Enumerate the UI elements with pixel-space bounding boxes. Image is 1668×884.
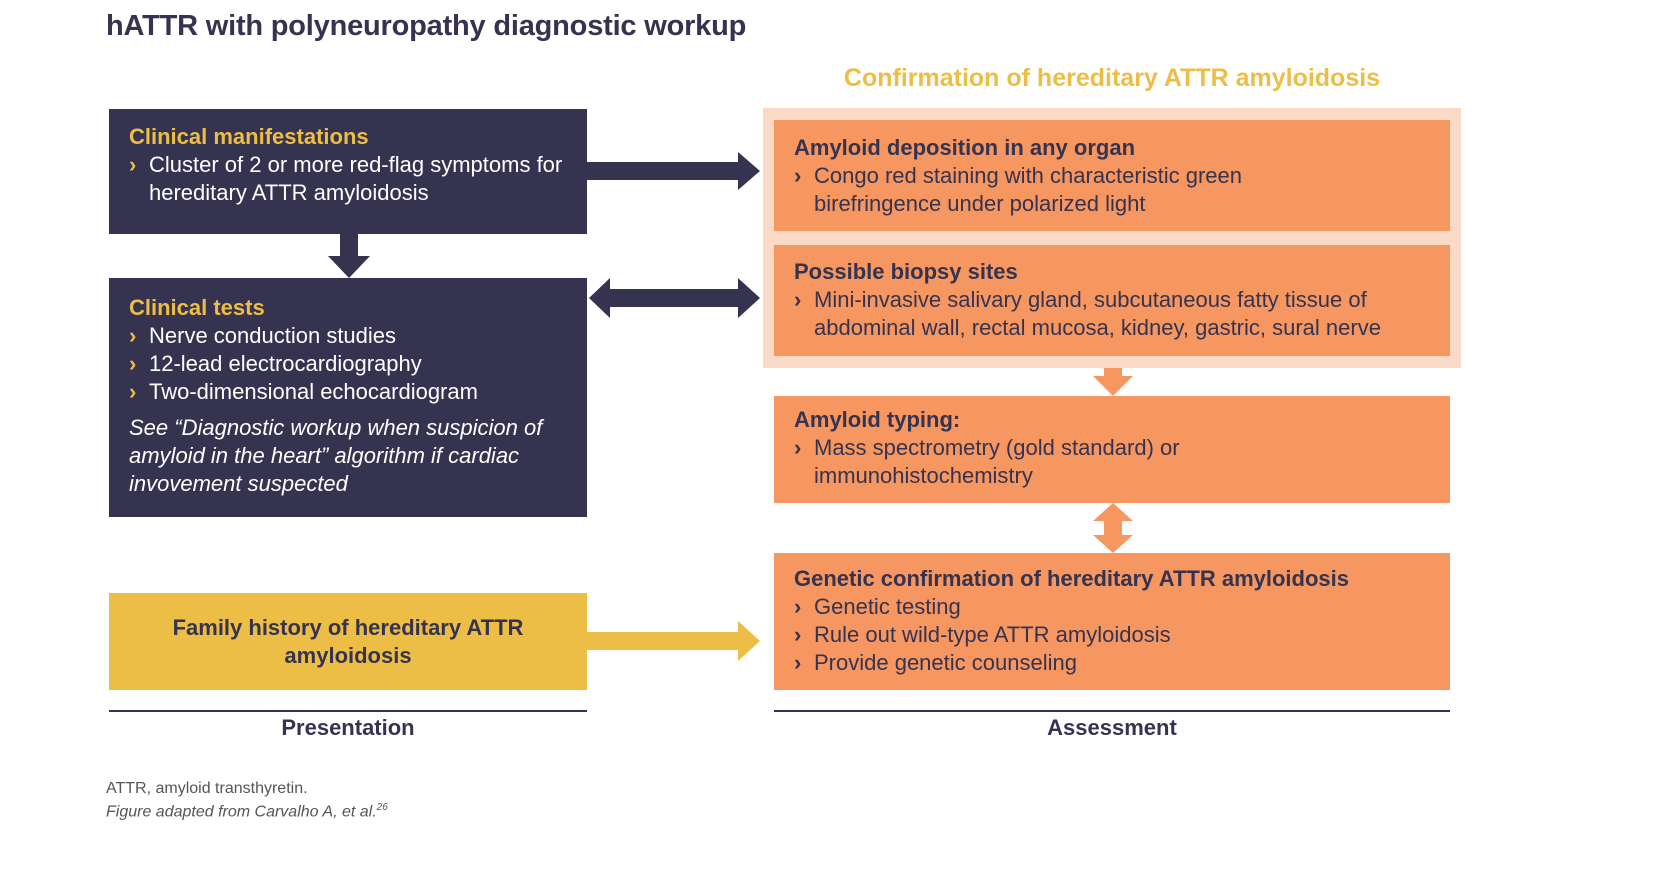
arrow-double-tests-biopsy bbox=[589, 278, 760, 318]
arrow-right-family bbox=[587, 621, 760, 661]
clinical-manifestations-heading: Clinical manifestations bbox=[129, 124, 369, 149]
chevron-right-icon: › bbox=[129, 323, 137, 348]
arrow-right-manifestations bbox=[587, 152, 760, 190]
chevron-right-icon: › bbox=[794, 650, 802, 675]
genetic-confirmation-box: Genetic confirmation of hereditary ATTR … bbox=[774, 553, 1450, 690]
list-item: › Mini-invasive salivary gland, subcutan… bbox=[794, 287, 1381, 340]
clinical-tests-heading: Clinical tests bbox=[129, 295, 265, 320]
arrow-down-typing bbox=[1093, 368, 1133, 396]
source-footnote: Figure adapted from Carvalho A, et al.26 bbox=[106, 802, 388, 821]
biopsy-sites-heading: Possible biopsy sites bbox=[794, 259, 1018, 284]
assessment-divider bbox=[774, 710, 1450, 712]
list-item: › Two-dimensional echocardiogram bbox=[129, 379, 478, 404]
list-item: › Rule out wild-type ATTR amyloidosis bbox=[794, 622, 1171, 647]
clinical-tests-box: Clinical tests › Nerve conduction studie… bbox=[109, 278, 587, 517]
chevron-right-icon: › bbox=[794, 622, 802, 647]
arrow-down-tests bbox=[328, 234, 370, 278]
list-item: › Genetic testing bbox=[794, 594, 961, 619]
list-item: › Congo red staining with characteristic… bbox=[794, 163, 1243, 216]
list-item: › Provide genetic counseling bbox=[794, 650, 1077, 675]
list-item: › Mass spectrometry (gold standard) or i… bbox=[794, 435, 1180, 488]
amyloid-deposition-box: Amyloid deposition in any organ › Congo … bbox=[774, 120, 1450, 231]
chevron-right-icon: › bbox=[129, 351, 137, 376]
presentation-divider bbox=[109, 710, 587, 712]
family-history-box: Family history of hereditary ATTR amyloi… bbox=[109, 593, 587, 690]
genetic-confirmation-heading: Genetic confirmation of hereditary ATTR … bbox=[794, 566, 1349, 591]
confirmation-heading: Confirmation of hereditary ATTR amyloido… bbox=[843, 64, 1381, 92]
list-item: › Cluster of 2 or more red-flag symptoms… bbox=[129, 152, 563, 205]
assessment-label: Assessment bbox=[1047, 715, 1177, 740]
list-item: › 12-lead electrocardiography bbox=[129, 351, 422, 376]
list-item: › Nerve conduction studies bbox=[129, 323, 397, 348]
cardiac-note: See “Diagnostic workup when suspicion of… bbox=[129, 415, 543, 496]
presentation-label: Presentation bbox=[281, 715, 415, 740]
source-reference: 26 bbox=[376, 802, 388, 813]
arrow-double-typing-genetic bbox=[1093, 503, 1133, 553]
page-title: hATTR with polyneuropathy diagnostic wor… bbox=[106, 10, 747, 42]
amyloid-deposition-heading: Amyloid deposition in any organ bbox=[794, 135, 1136, 160]
biopsy-sites-box: Possible biopsy sites › Mini-invasive sa… bbox=[774, 245, 1450, 356]
amyloid-typing-heading: Amyloid typing: bbox=[794, 407, 961, 432]
abbreviation-footnote: ATTR, amyloid transthyretin. bbox=[106, 780, 308, 797]
chevron-right-icon: › bbox=[794, 435, 802, 460]
chevron-right-icon: › bbox=[794, 594, 802, 619]
amyloid-typing-box: Amyloid typing: › Mass spectrometry (gol… bbox=[774, 396, 1450, 503]
family-history-text: Family history of hereditary ATTR amyloi… bbox=[172, 614, 524, 668]
clinical-manifestations-box: Clinical manifestations › Cluster of 2 o… bbox=[109, 109, 587, 234]
chevron-right-icon: › bbox=[129, 379, 137, 404]
chevron-right-icon: › bbox=[794, 287, 802, 312]
chevron-right-icon: › bbox=[794, 163, 802, 188]
chevron-right-icon: › bbox=[129, 152, 137, 177]
